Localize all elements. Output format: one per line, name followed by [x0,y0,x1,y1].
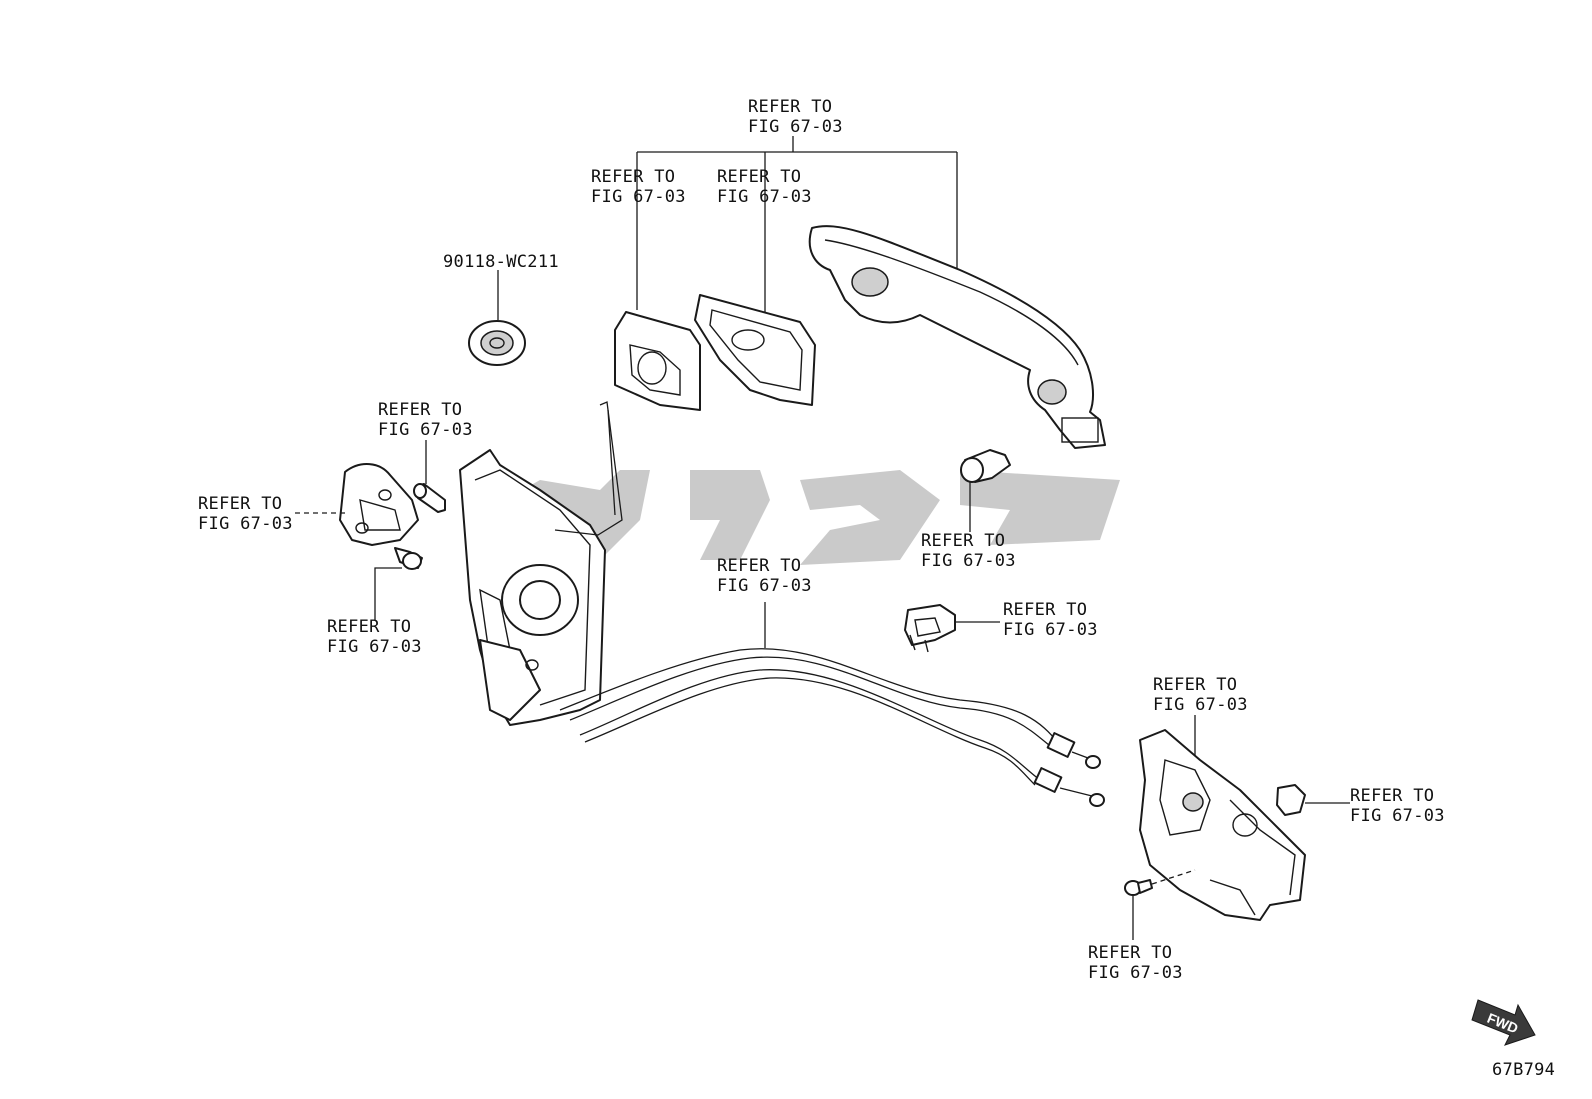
handle-bolt [960,449,1011,532]
fwd-arrow-icon: FWD [1471,999,1536,1046]
watermark-logo [470,470,1120,565]
plug-part [468,270,526,366]
outside-door-handle [808,225,1106,449]
label-plug-part-number: 90118-WC211 [443,252,559,272]
handle-cap [1276,784,1350,816]
top-bracket-lines [636,136,958,315]
striker-bolt-top [413,440,446,513]
door-lock-assembly [459,401,623,726]
figure-code: 67B794 [1492,1060,1556,1080]
handle-gasket-part [694,294,816,406]
cable-clip [904,604,1000,653]
striker-screw [374,547,423,620]
inside-door-handle [1139,715,1306,921]
door-striker [295,463,419,546]
inside-handle-screw [1124,869,1196,940]
handle-cover-part [614,311,701,411]
door-lock-cables [559,602,1105,807]
